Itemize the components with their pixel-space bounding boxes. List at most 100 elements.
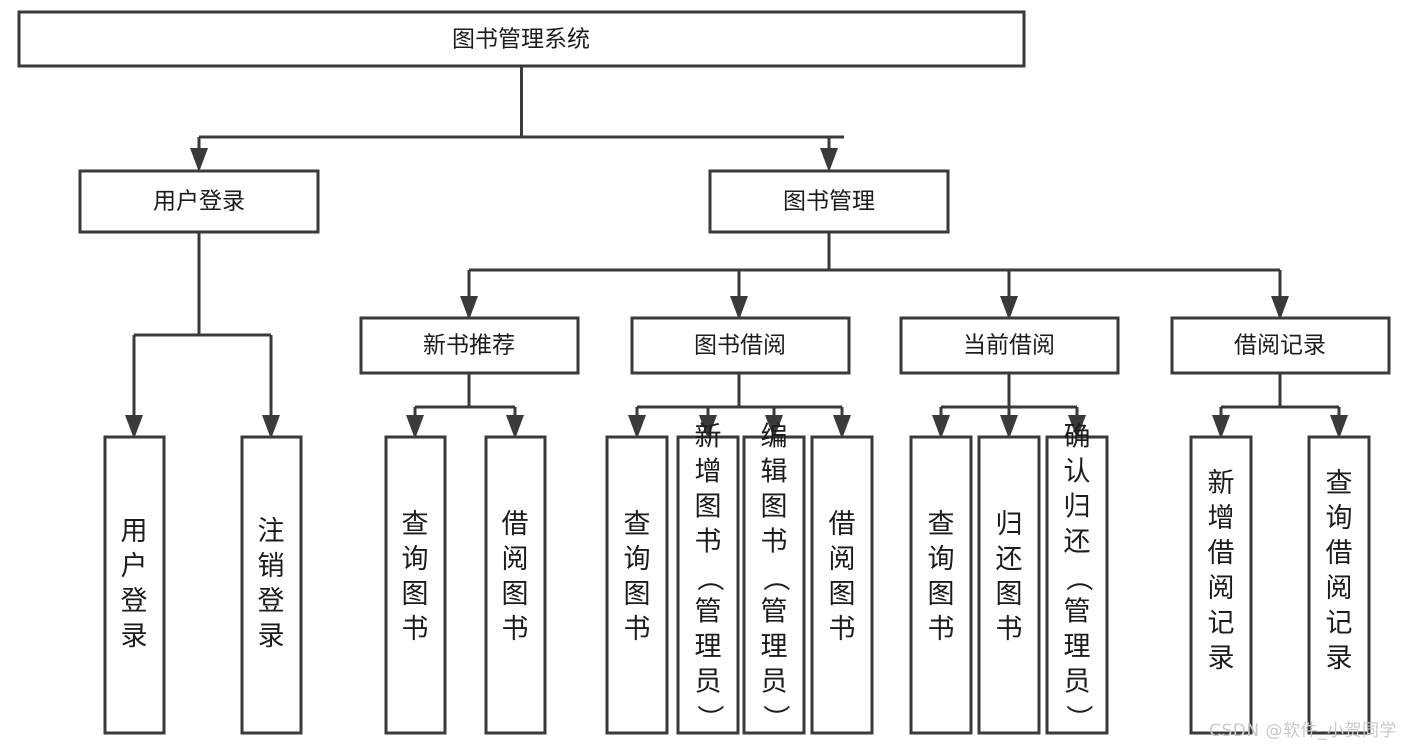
svg-text:归: 归	[996, 509, 1023, 540]
svg-text:询: 询	[1326, 503, 1353, 534]
leaf-box[interactable]	[977, 435, 1041, 735]
leaf-box[interactable]	[1045, 435, 1109, 735]
book-borrow-box[interactable]	[630, 316, 851, 375]
current-borrow-label: 当前借阅	[963, 333, 1055, 359]
user-login-box[interactable]	[78, 169, 320, 234]
svg-text:（: （	[1063, 565, 1094, 592]
svg-text:阅: 阅	[1326, 573, 1353, 604]
svg-text:阅: 阅	[1208, 573, 1235, 604]
svg-text:图: 图	[928, 579, 955, 610]
svg-text:）: ）	[760, 705, 791, 732]
svg-text:还: 还	[1064, 527, 1091, 558]
svg-text:书: 书	[502, 614, 529, 645]
leaf-box[interactable]	[384, 435, 447, 735]
svg-text:阅: 阅	[502, 544, 529, 575]
arrow-leaf-bb-1	[628, 415, 646, 439]
leaf-box[interactable]	[742, 435, 806, 735]
arrow-current-borrow	[1000, 296, 1018, 320]
svg-text:书: 书	[624, 614, 651, 645]
svg-text:增: 增	[1208, 503, 1235, 534]
leaf-box[interactable]	[909, 435, 973, 735]
svg-text:员: 员	[761, 667, 788, 698]
node-borrow-record[interactable]: 借阅记录	[1170, 316, 1391, 375]
svg-text:阅: 阅	[829, 544, 856, 575]
svg-text:借: 借	[502, 509, 529, 540]
root-label: 图书管理系统	[452, 27, 590, 53]
arrow-leaf-br-2	[1330, 415, 1348, 439]
svg-text:新: 新	[695, 422, 722, 453]
leaf-box[interactable]	[676, 435, 740, 735]
svg-text:书: 书	[402, 614, 429, 645]
svg-text:认: 认	[1064, 457, 1091, 488]
leaf-box[interactable]	[1189, 435, 1253, 735]
book-management-label: 图书管理	[783, 189, 875, 215]
svg-text:图: 图	[996, 579, 1023, 610]
node-current-borrow[interactable]: 当前借阅	[899, 316, 1120, 375]
svg-text:图: 图	[624, 579, 651, 610]
svg-text:记: 记	[1208, 608, 1235, 639]
svg-text:查: 查	[928, 509, 955, 540]
svg-text:书: 书	[829, 614, 856, 645]
svg-text:管: 管	[761, 597, 788, 628]
leaf-box[interactable]	[605, 435, 669, 735]
svg-text:查: 查	[402, 509, 429, 540]
borrow-record-label: 借阅记录	[1234, 333, 1326, 359]
svg-text:登: 登	[258, 586, 285, 617]
user-login-label: 用户登录	[153, 189, 245, 215]
borrow-record-box[interactable]	[1170, 316, 1391, 375]
current-borrow-box[interactable]	[899, 316, 1120, 375]
arrow-leaf-br-1	[1212, 415, 1230, 439]
leaf-box[interactable]	[1307, 435, 1371, 735]
leaf-box[interactable]	[240, 435, 303, 735]
svg-text:录: 录	[258, 621, 285, 652]
new-book-recommend-box[interactable]	[359, 316, 580, 375]
node-user-login[interactable]: 用户登录	[78, 169, 320, 234]
svg-text:图: 图	[829, 579, 856, 610]
node-book-borrow[interactable]: 图书借阅	[630, 316, 851, 375]
arrow-book-borrow	[730, 296, 748, 320]
leaf-box[interactable]	[103, 435, 166, 735]
svg-text:图: 图	[402, 579, 429, 610]
svg-text:理: 理	[1064, 632, 1091, 663]
book-borrow-label: 图书借阅	[694, 333, 786, 359]
svg-text:户: 户	[121, 551, 148, 582]
node-root-system[interactable]: 图书管理系统	[17, 10, 1026, 68]
new-book-recommend-label: 新书推荐	[423, 333, 515, 359]
svg-text:用: 用	[121, 516, 148, 547]
node-new-book-recommend[interactable]: 新书推荐	[359, 316, 580, 375]
svg-text:员: 员	[695, 667, 722, 698]
svg-text:确: 确	[1064, 422, 1091, 453]
leaf-node[interactable]: 用户登录	[103, 435, 166, 735]
book-management-box[interactable]	[708, 169, 950, 234]
root-box[interactable]	[17, 10, 1026, 68]
svg-text:（: （	[694, 565, 725, 592]
svg-text:）: ）	[694, 705, 725, 732]
leaf-box[interactable]	[484, 435, 547, 735]
svg-text:借: 借	[829, 509, 856, 540]
svg-text:管: 管	[695, 597, 722, 628]
node-book-management[interactable]: 图书管理	[708, 169, 950, 234]
svg-text:还: 还	[996, 544, 1023, 575]
leaf-box[interactable]	[810, 435, 874, 735]
svg-text:销: 销	[258, 551, 285, 582]
svg-text:录: 录	[1326, 643, 1353, 674]
